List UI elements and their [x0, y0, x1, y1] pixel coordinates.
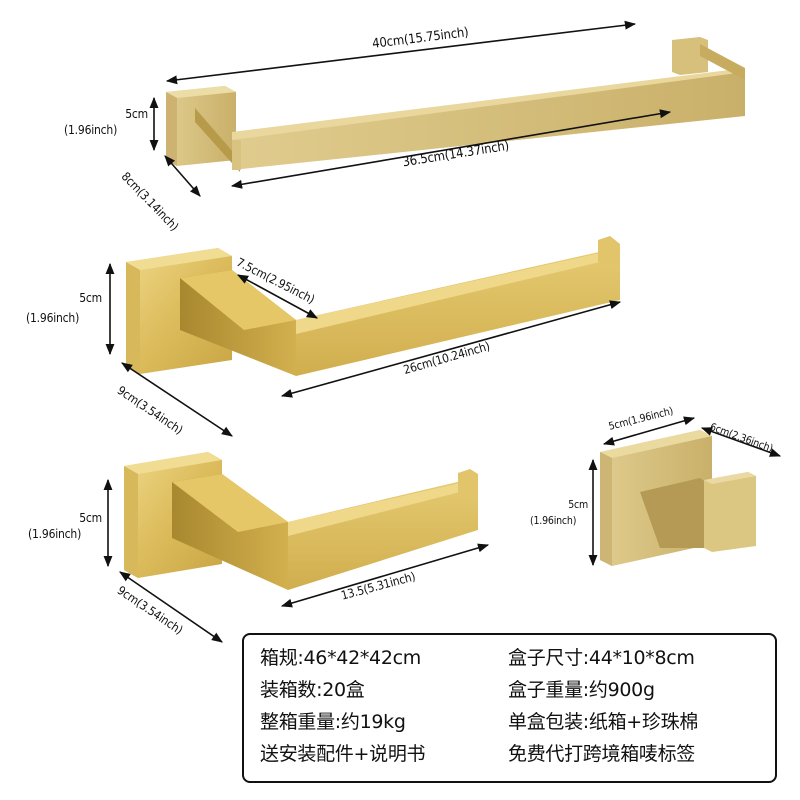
towel-bar-height-cm: 5cm — [125, 107, 148, 121]
spec-box-size: 盒子尺寸:44*10*8cm — [508, 647, 695, 669]
towel-holder-height-cm: 5cm — [79, 291, 102, 305]
robe-hook-illustration — [600, 430, 756, 566]
spec-labeling-service: 免费代打跨境箱唛标签 — [508, 743, 696, 765]
spec-accessories: 送安装配件+说明书 — [260, 743, 426, 765]
spec-units-per-carton: 装箱数:20盒 — [260, 679, 365, 701]
paper-holder-height-cm: 5cm — [79, 511, 102, 525]
robe-hook-height-cm: 5cm — [568, 499, 588, 511]
spec-carton-weight: 整箱重量:约19kg — [260, 711, 406, 733]
towel-bar-height-inch: (1.96inch) — [64, 123, 118, 137]
towel-holder-height-inch: (1.96inch) — [26, 311, 80, 325]
dimension-arrows — [103, 20, 782, 643]
packing-spec-grid: 箱规:46*42*42cm 盒子尺寸:44*10*8cm 装箱数:20盒 盒子重… — [260, 645, 767, 767]
paper-holder-illustration — [124, 452, 478, 590]
spec-single-packaging: 单盒包装:纸箱+珍珠棉 — [508, 711, 699, 733]
spec-box-weight: 盒子重量:约900g — [508, 679, 655, 701]
packing-spec-box: 箱规:46*42*42cm 盒子尺寸:44*10*8cm 装箱数:20盒 盒子重… — [242, 633, 777, 783]
spec-carton-size: 箱规:46*42*42cm — [260, 647, 421, 669]
robe-hook-height-inch: (1.96inch) — [530, 515, 577, 527]
paper-holder-height-inch: (1.96inch) — [28, 527, 82, 541]
hand-towel-holder-illustration — [126, 236, 620, 376]
